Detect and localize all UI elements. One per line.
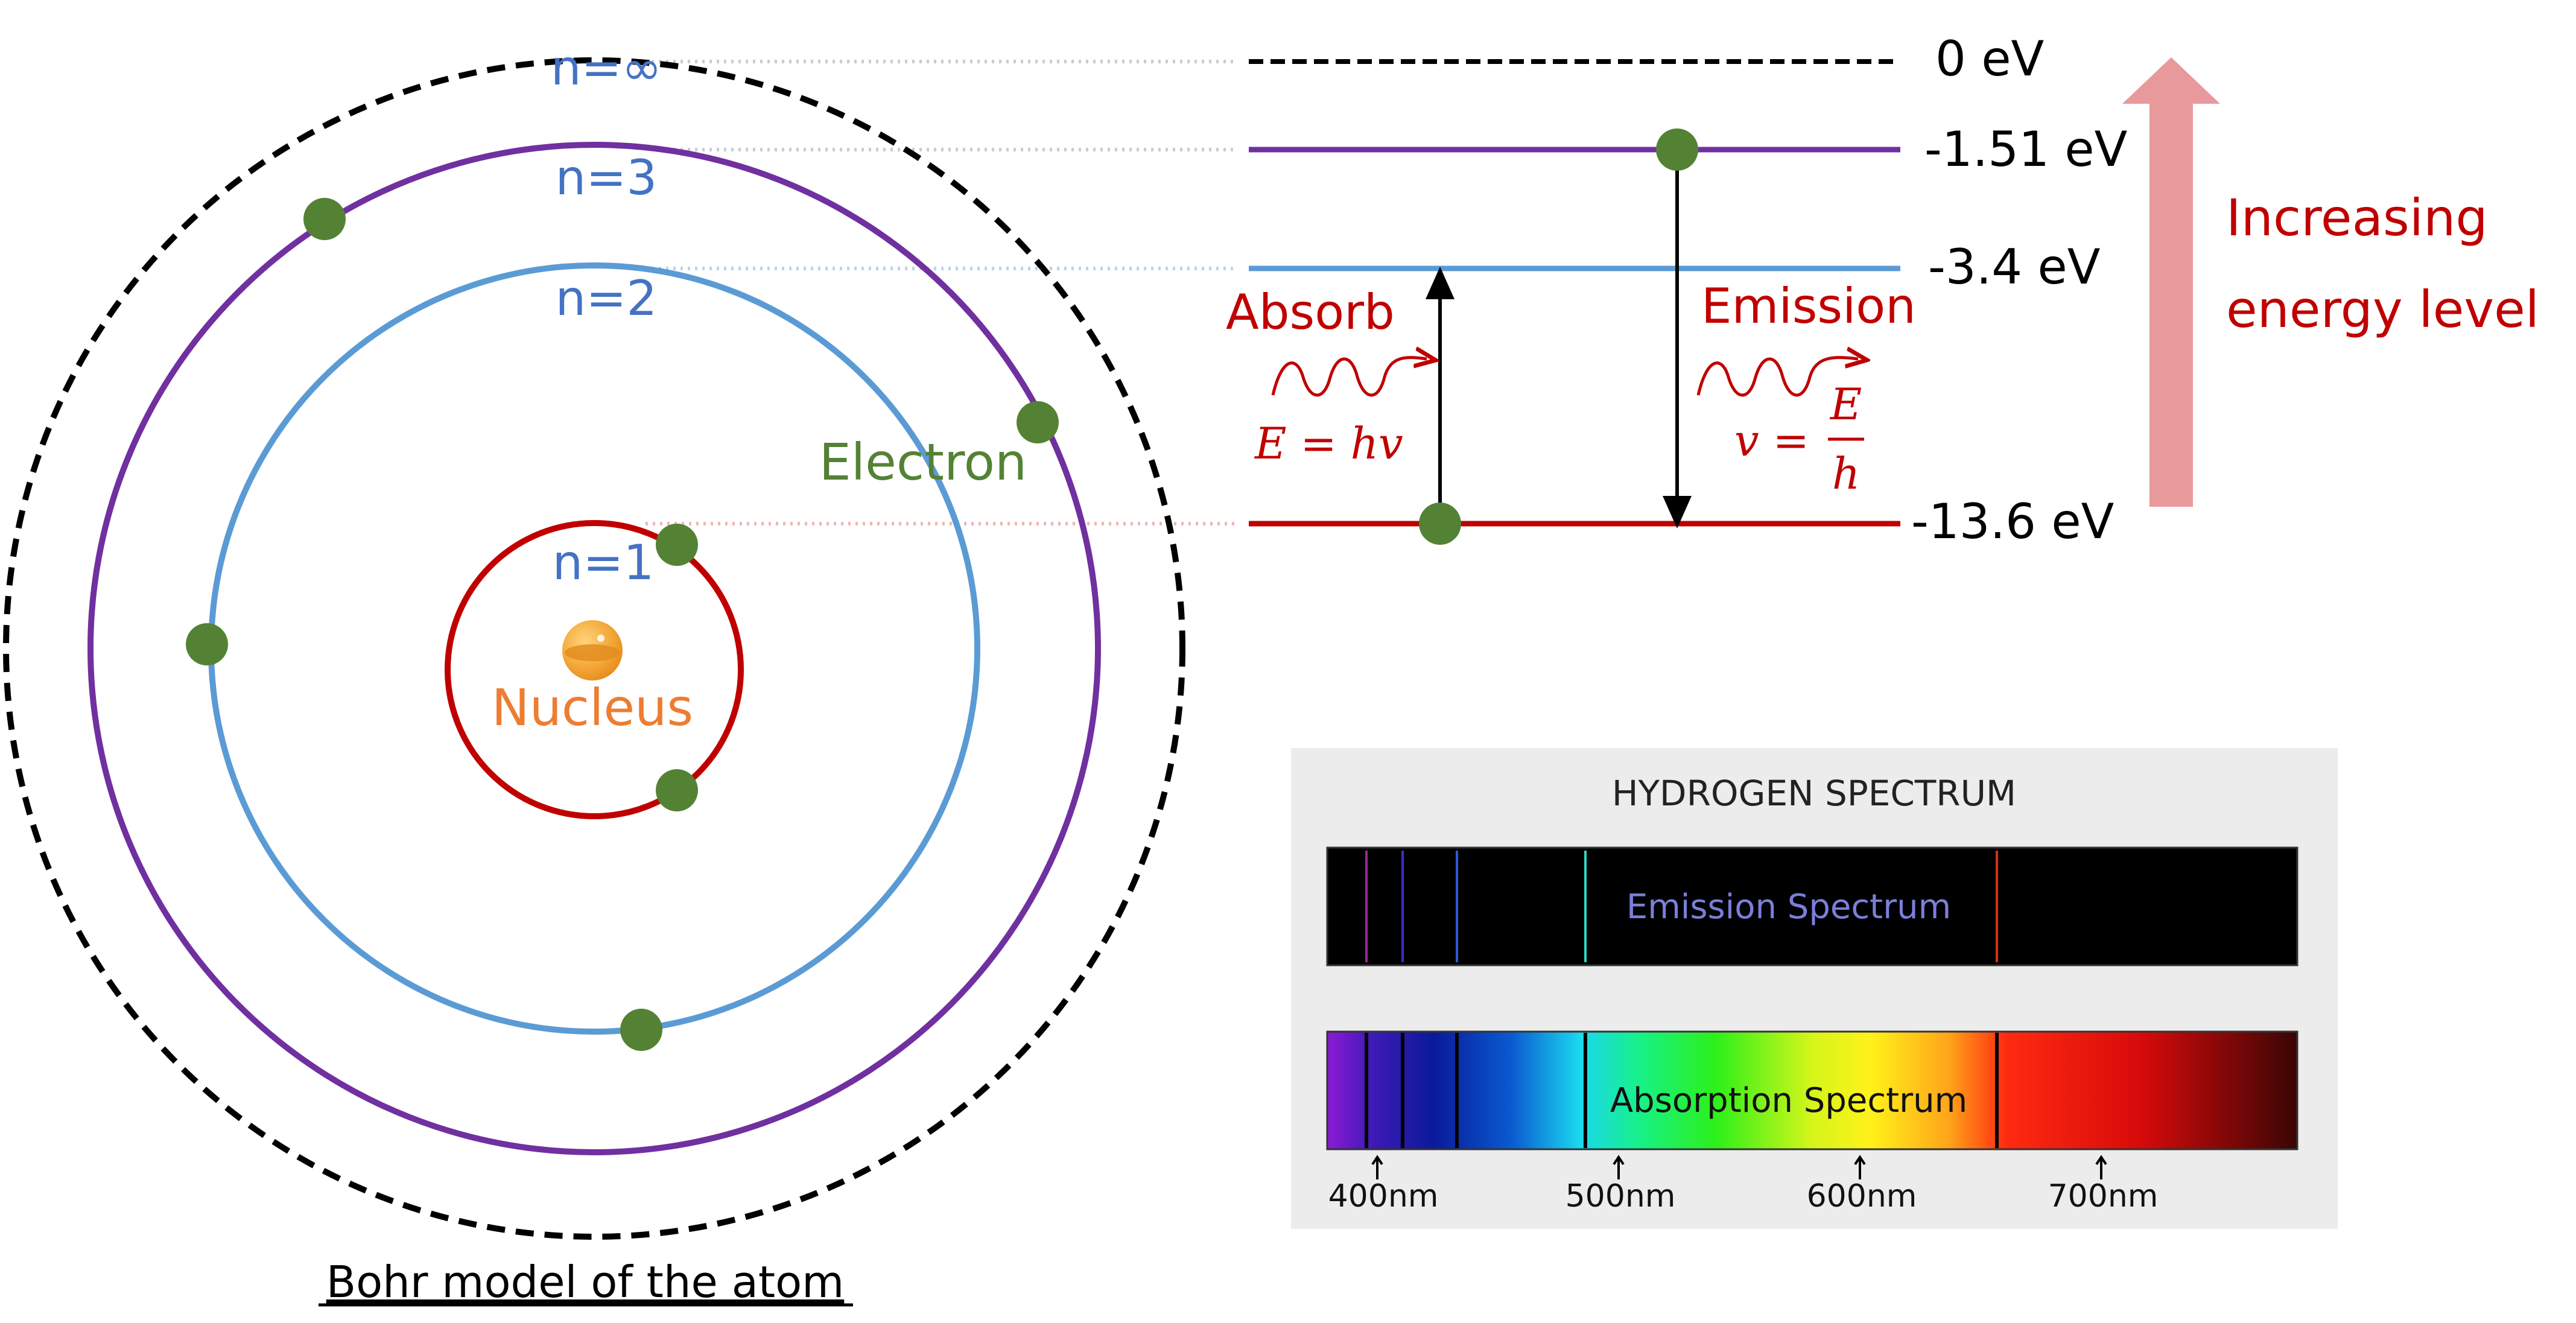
absorption-spectrum-bar [1326, 1030, 2298, 1150]
emission-equation-den: h [1832, 448, 1860, 499]
tick-label-400: 400nm [1328, 1178, 1439, 1214]
electron-icon [1656, 128, 1698, 171]
absorption-lines [1365, 1033, 1999, 1148]
electrons [186, 198, 1059, 1051]
wavelength-axis [1371, 1155, 2107, 1179]
emission-photon-icon [1696, 358, 1858, 397]
emission-spectrum-bar [1326, 846, 2298, 966]
orbit-label-n2: n=2 [556, 270, 658, 326]
emission-equation-lhs: v = [1734, 415, 1809, 466]
emission-label: Emission [1701, 278, 1916, 334]
emission-lines [1365, 851, 1998, 962]
orbit-label-n3: n=3 [556, 150, 658, 206]
increasing-energy-arrow [2122, 57, 2220, 507]
electron-icon [186, 623, 228, 665]
orbit-n3 [87, 142, 1101, 1155]
absorb-equation: E = hv [1254, 418, 1403, 469]
level-label-zero: 0 eV [1935, 31, 2045, 87]
absorption-spectrum-label: Absorption Spectrum [1610, 1081, 1967, 1120]
orbit-label-n-inf: n=∞ [551, 40, 662, 96]
increasing-label-line1: Increasing [2226, 188, 2488, 247]
hydrogen-spectrum-panel: HYDROGEN SPECTRUM Emission Spectrum Abso… [1291, 748, 2338, 1229]
orbit-n1 [445, 520, 744, 819]
orbit-label-n1: n=1 [553, 535, 655, 591]
electron-label: Electron [819, 433, 1027, 492]
increasing-label-line2: energy level [2226, 280, 2539, 339]
level-label-n1: -13.6 eV [1911, 493, 2114, 550]
figure-caption: Bohr model of the atom [326, 1257, 845, 1307]
emission-equation-num: E [1829, 379, 1862, 430]
orbit-n-inf [3, 57, 1185, 1240]
level-label-n3: -1.51 eV [1924, 121, 2128, 177]
tick-label-700: 700nm [2048, 1178, 2159, 1214]
electron-icon [656, 524, 698, 566]
emission-spectrum-label: Emission Spectrum [1626, 887, 1951, 927]
electron-icon [1419, 503, 1461, 545]
electron-icon [303, 198, 346, 240]
level-label-n2: -3.4 eV [1928, 239, 2101, 295]
energy-diagram: 0 eV -1.51 eV -3.4 eV -13.6 eV Absorb E … [1226, 31, 2539, 550]
bohr-model: n=∞ n=3 n=2 n=1 Nucleus Electron Bohr mo… [3, 40, 1185, 1307]
tick-label-600: 600nm [1807, 1178, 1917, 1214]
guide-lines [646, 60, 1237, 525]
absorb-photon-icon [1271, 358, 1427, 397]
spectrum-panel-background [1291, 748, 2338, 1229]
absorb-label: Absorb [1226, 284, 1395, 340]
electron-icon [1017, 401, 1059, 443]
tick-label-500: 500nm [1566, 1178, 1676, 1214]
nucleus [562, 620, 623, 681]
nucleus-label: Nucleus [492, 678, 693, 737]
spectrum-title: HYDROGEN SPECTRUM [1612, 773, 2016, 814]
electron-icon [620, 1009, 662, 1051]
electron-icon [656, 769, 698, 811]
